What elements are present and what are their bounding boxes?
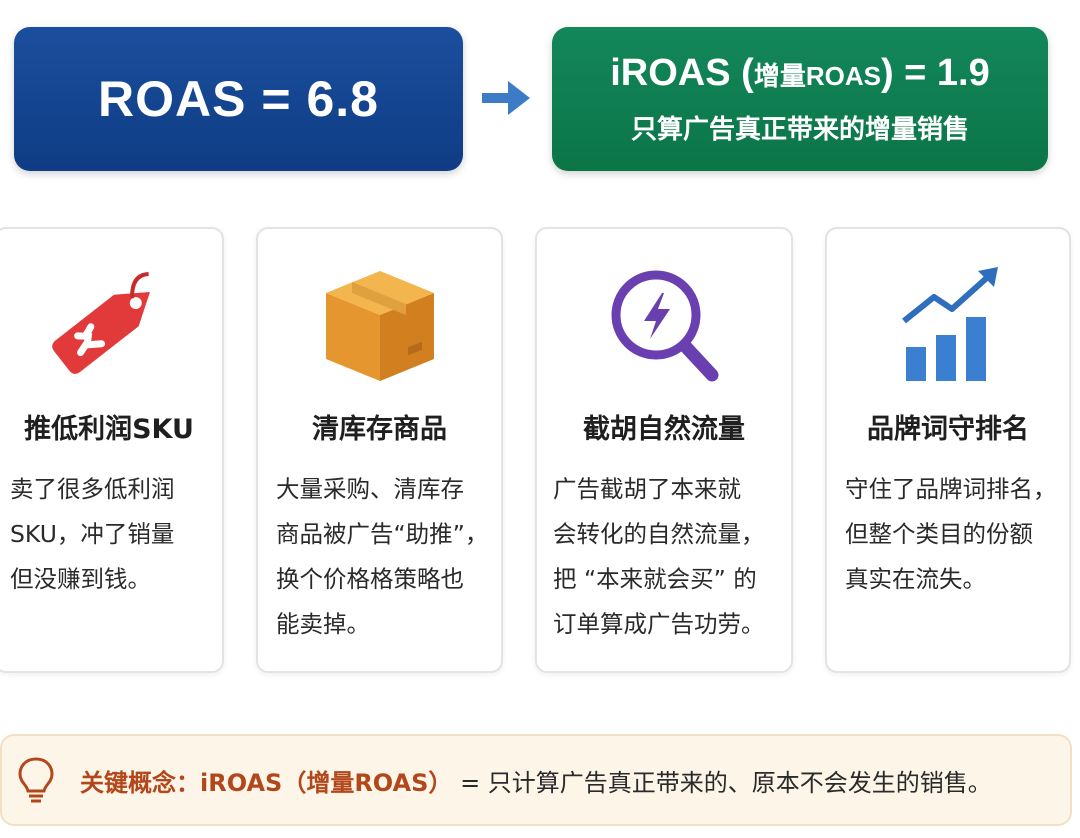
lightbulb-icon (18, 757, 54, 803)
roas-value: ROAS = 6.8 (98, 71, 379, 127)
desc-line: 商品被广告“助推”， (276, 520, 489, 548)
iroas-prefix: iROAS ( (610, 52, 754, 94)
card-description: 广告截胡了本来就 会转化的自然流量， 把 “本来就会买” 的 订单算成广告功劳。 (553, 467, 781, 647)
concept-definition: = 只计算广告真正带来的、原本不会发生的销售。 (460, 768, 992, 797)
desc-line: 但整个类目的份额 (845, 520, 1033, 548)
card-brand-keyword: 品牌词守排名 守住了品牌词排名， 但整个类目的份额 真实在流失。 (825, 227, 1071, 673)
right-arrow-icon (482, 81, 530, 115)
desc-line: 换个价格格策略也 (276, 565, 464, 593)
price-tag-icon (52, 272, 150, 374)
iroas-subtitle: 只算广告真正带来的增量销售 (630, 115, 969, 145)
card-low-margin-sku: 推低利润SKU 卖了很多低利润 SKU，冲了销量 但没赚到钱。 (0, 227, 224, 673)
card-title: 清库存商品 (312, 414, 447, 445)
card-title: 品牌词守排名 (867, 414, 1029, 445)
card-organic-traffic: 截胡自然流量 广告截胡了本来就 会转化的自然流量， 把 “本来就会买” 的 订单… (535, 227, 793, 673)
iroas-suffix: ) = 1.9 (880, 52, 990, 94)
desc-line: 广告截胡了本来就 (553, 475, 741, 503)
bar-chart-trend-icon (902, 267, 998, 381)
magnifier-lightning-icon (611, 270, 719, 382)
desc-line: 能卖掉。 (276, 610, 370, 638)
key-concept-bar: 关键概念：iROAS（增量ROAS） = 只计算广告真正带来的、原本不会发生的销… (0, 734, 1072, 826)
desc-line: 但没赚到钱。 (10, 565, 151, 593)
desc-line: SKU，冲了销量 (10, 520, 175, 548)
desc-line: 真实在流失。 (845, 565, 986, 593)
iroas-box: iROAS (增量ROAS) = 1.9 只算广告真正带来的增量销售 (552, 27, 1048, 171)
desc-line: 卖了很多低利润 (10, 475, 175, 503)
iroas-value: iROAS (增量ROAS) = 1.9 (610, 52, 989, 95)
card-title: 推低利润SKU (24, 414, 194, 445)
iroas-paren-label: 增量ROAS (753, 61, 881, 91)
card-clear-inventory: 清库存商品 大量采购、清库存 商品被广告“助推”， 换个价格格策略也 能卖掉。 (256, 227, 503, 673)
desc-line: 会转化的自然流量， (553, 520, 765, 548)
desc-line: 大量采购、清库存 (276, 475, 464, 503)
roas-box: ROAS = 6.8 (14, 27, 463, 171)
desc-line: 守住了品牌词排名， (845, 475, 1057, 503)
desc-line: 把 “本来就会买” 的 (553, 565, 757, 593)
card-description: 守住了品牌词排名， 但整个类目的份额 真实在流失。 (845, 467, 1059, 602)
desc-line: 订单算成广告功劳。 (553, 610, 765, 638)
concept-term: iROAS（增量ROAS） (200, 768, 453, 797)
card-description: 卖了很多低利润 SKU，冲了销量 但没赚到钱。 (10, 467, 212, 602)
card-title: 截胡自然流量 (583, 414, 745, 445)
concept-label: 关键概念： (80, 768, 200, 797)
cardboard-box-icon (325, 271, 434, 381)
card-description: 大量采购、清库存 商品被广告“助推”， 换个价格格策略也 能卖掉。 (276, 467, 491, 647)
key-concept-text: 关键概念：iROAS（增量ROAS） = 只计算广告真正带来的、原本不会发生的销… (80, 763, 992, 798)
